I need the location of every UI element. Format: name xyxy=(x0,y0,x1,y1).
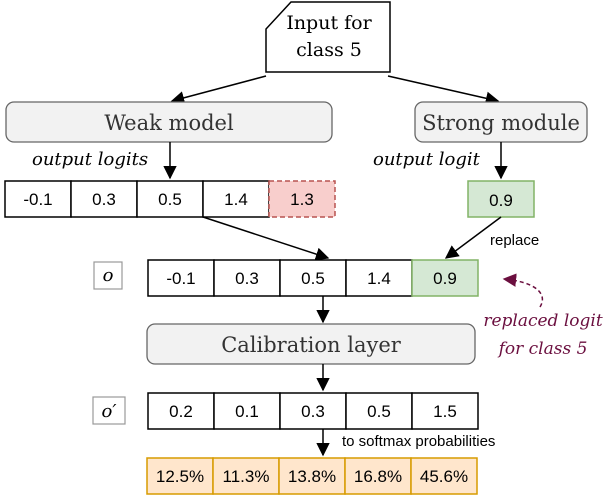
o-cell-value: 0.9 xyxy=(433,269,457,288)
probability-cell-3: 13.8% xyxy=(278,457,346,495)
probabilities-row: 12.5% 11.3% 13.8% 16.8% 45.6% xyxy=(146,457,478,495)
o-cell-4: 1.4 xyxy=(345,259,413,297)
o-prime-cell-value: 0.5 xyxy=(367,402,391,421)
o-logits-row: -0.1 0.3 0.5 1.4 0.9 xyxy=(147,259,479,297)
arrow-replaced-note xyxy=(502,273,544,308)
weak-logit-cell-value: 0.3 xyxy=(92,190,116,209)
weak-logit-cell-4: 1.4 xyxy=(202,180,270,218)
strong-logit-value: 0.9 xyxy=(489,191,513,210)
o-cell-1: -0.1 xyxy=(147,259,215,297)
input-node: Input for class 5 xyxy=(265,1,391,73)
arrow-input-to-strong xyxy=(387,75,500,105)
o-prime-cell-value: 0.3 xyxy=(301,402,325,421)
arrow-strong-logit-to-o xyxy=(444,216,502,259)
input-node-line1: Input for xyxy=(286,12,372,34)
strong-module-label: Strong module xyxy=(422,111,580,135)
weak-logit-cell-value: 0.5 xyxy=(158,190,182,209)
probability-cell-2: 11.3% xyxy=(212,457,280,495)
weak-logit-cell-3: 0.5 xyxy=(136,180,204,218)
o-prime-cell-value: 0.1 xyxy=(235,402,259,421)
weak-output-label: output logits xyxy=(32,149,148,170)
probability-cell-value: 12.5% xyxy=(156,467,204,486)
arrow-weak-logits-to-o xyxy=(202,216,330,261)
probability-cell-value: 11.3% xyxy=(223,467,270,486)
strong-logit-cell: 0.9 xyxy=(467,180,535,218)
o-prime-logits-row: 0.2 0.1 0.3 0.5 1.5 xyxy=(147,392,479,430)
strong-module-box: Strong module xyxy=(414,101,588,143)
o-cell-5: 0.9 xyxy=(411,259,479,297)
weak-model-label: Weak model xyxy=(104,111,234,135)
replaced-note-line2: for class 5 xyxy=(497,339,588,359)
o-prime-cell-value: 0.2 xyxy=(169,402,193,421)
o-prime-label: o′ xyxy=(102,401,117,422)
o-cell-value: 0.3 xyxy=(235,269,259,288)
calibration-layer-box: Calibration layer xyxy=(146,323,476,365)
weak-logit-cell-5: 1.3 xyxy=(268,180,336,218)
probability-cell-value: 45.6% xyxy=(420,467,468,486)
calibration-layer-label: Calibration layer xyxy=(221,333,402,357)
probability-cell-value: 13.8% xyxy=(288,467,336,486)
o-cell-value: 0.5 xyxy=(301,269,325,288)
weak-logit-cell-1: -0.1 xyxy=(4,180,72,218)
weak-logits-row: -0.1 0.3 0.5 1.4 1.3 xyxy=(4,180,336,218)
o-prime-cell-1: 0.2 xyxy=(147,392,215,430)
weak-model-box: Weak model xyxy=(5,101,333,143)
o-cell-2: 0.3 xyxy=(213,259,281,297)
weak-logit-cell-2: 0.3 xyxy=(70,180,138,218)
softmax-label: to softmax probabilities xyxy=(342,433,495,450)
probability-cell-5: 45.6% xyxy=(410,457,478,495)
o-prime-cell-2: 0.1 xyxy=(213,392,281,430)
probability-cell-4: 16.8% xyxy=(344,457,412,495)
weak-logit-cell-value: -0.1 xyxy=(23,190,52,209)
o-prime-cell-4: 0.5 xyxy=(345,392,413,430)
o-label: o xyxy=(103,265,114,286)
probability-cell-1: 12.5% xyxy=(146,457,214,495)
o-prime-label-box: o′ xyxy=(92,396,126,425)
o-prime-cell-5: 1.5 xyxy=(411,392,479,430)
o-prime-cell-3: 0.3 xyxy=(279,392,347,430)
o-prime-cell-value: 1.5 xyxy=(433,402,457,421)
arrow-input-to-weak xyxy=(170,75,267,105)
replaced-note-line1: replaced logit xyxy=(483,311,603,331)
o-cell-3: 0.5 xyxy=(279,259,347,297)
o-label-box: o xyxy=(93,261,123,290)
o-cell-value: -0.1 xyxy=(166,269,195,288)
probability-cell-value: 16.8% xyxy=(354,467,402,486)
weak-logit-cell-value: 1.3 xyxy=(290,190,314,209)
replace-label: replace xyxy=(490,232,539,249)
strong-output-label: output logit xyxy=(373,149,481,170)
input-node-line2: class 5 xyxy=(296,39,362,61)
weak-logit-cell-value: 1.4 xyxy=(224,190,248,209)
o-cell-value: 1.4 xyxy=(367,269,391,288)
